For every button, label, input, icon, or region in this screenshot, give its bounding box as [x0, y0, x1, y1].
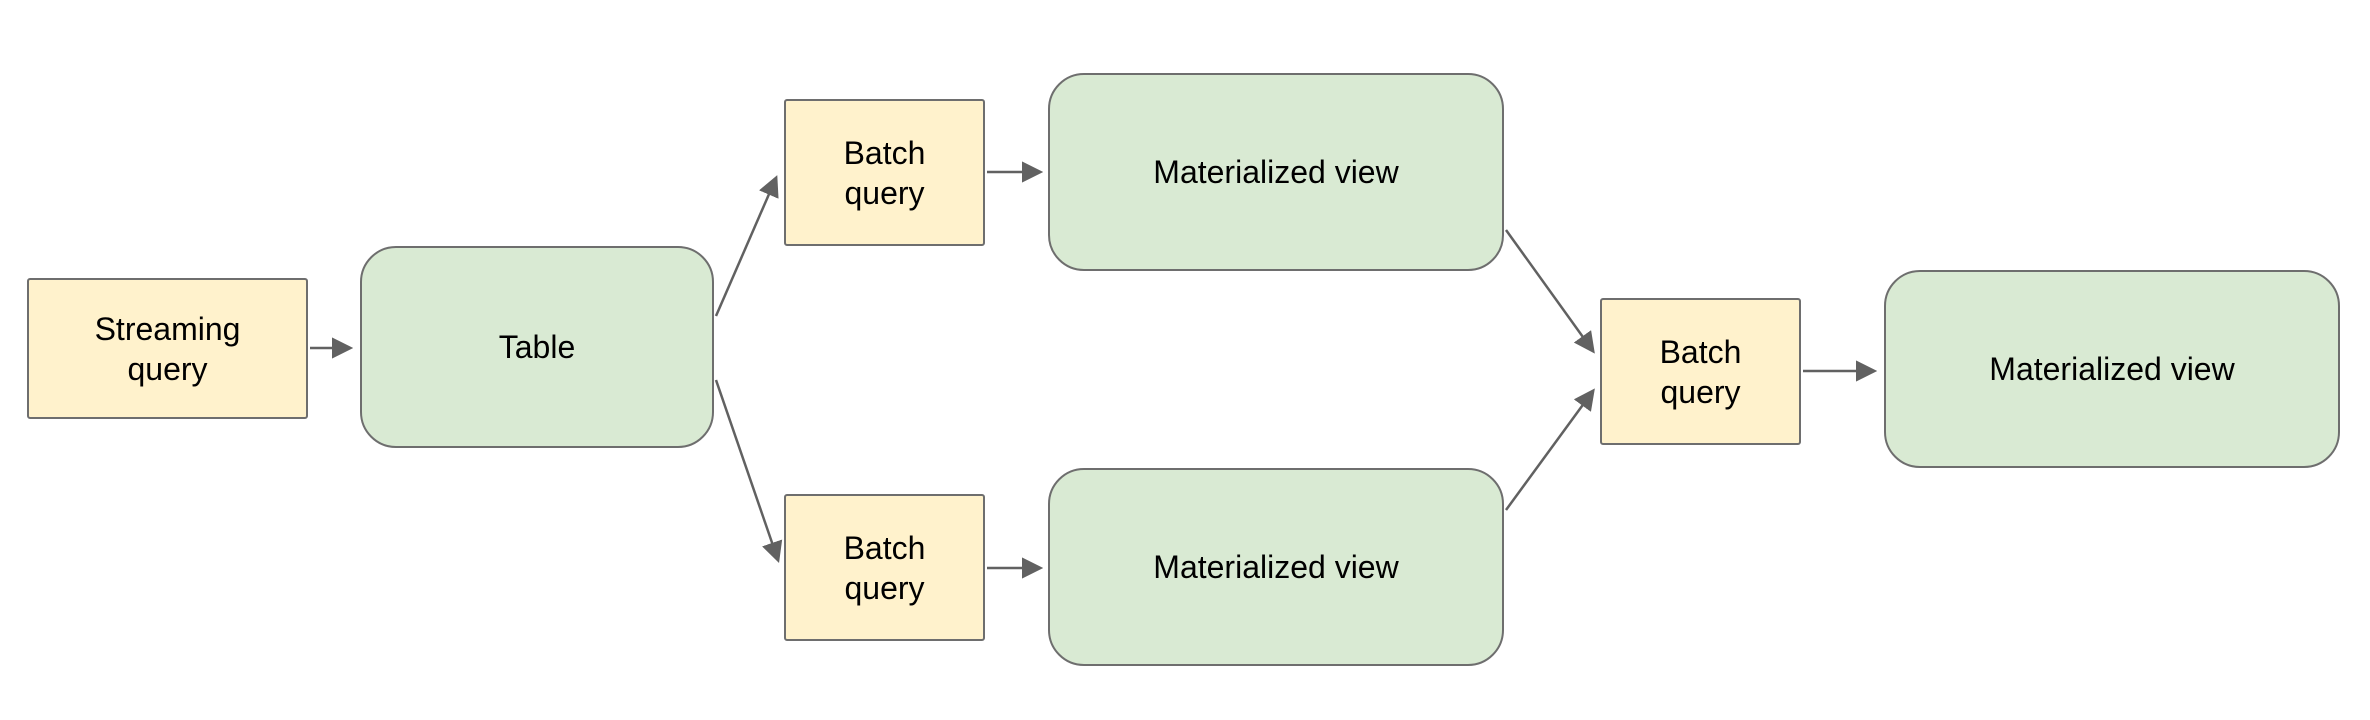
node-materialized-view-right: Materialized view	[1884, 270, 2340, 468]
edge-materialized-view-top-to-batch-query-right	[1504, 229, 1595, 354]
node-table: Table	[360, 246, 714, 448]
edge-table-to-batch-query-top	[714, 175, 779, 317]
node-streaming-query: Streaming query	[27, 278, 308, 419]
node-table-label: Table	[498, 329, 576, 365]
node-materialized-view-right-label: Materialized view	[1989, 351, 2235, 387]
node-batch-query-right: Batch query	[1600, 298, 1801, 445]
node-materialized-view-top-label: Materialized view	[1153, 154, 1399, 190]
edge-materialized-view-bottom-to-batch-query-right	[1504, 388, 1595, 511]
node-batch-query-top-label: Batch query	[843, 134, 926, 211]
edge-table-to-batch-query-bottom	[714, 379, 783, 564]
node-materialized-view-bottom-label: Materialized view	[1153, 549, 1399, 585]
node-batch-query-bottom: Batch query	[784, 494, 985, 641]
node-materialized-view-top: Materialized view	[1048, 73, 1504, 271]
node-batch-query-right-label: Batch query	[1659, 333, 1742, 410]
node-streaming-query-label: Streaming query	[94, 310, 241, 387]
node-batch-query-top: Batch query	[784, 99, 985, 246]
node-batch-query-bottom-label: Batch query	[843, 529, 926, 606]
node-materialized-view-bottom: Materialized view	[1048, 468, 1504, 666]
